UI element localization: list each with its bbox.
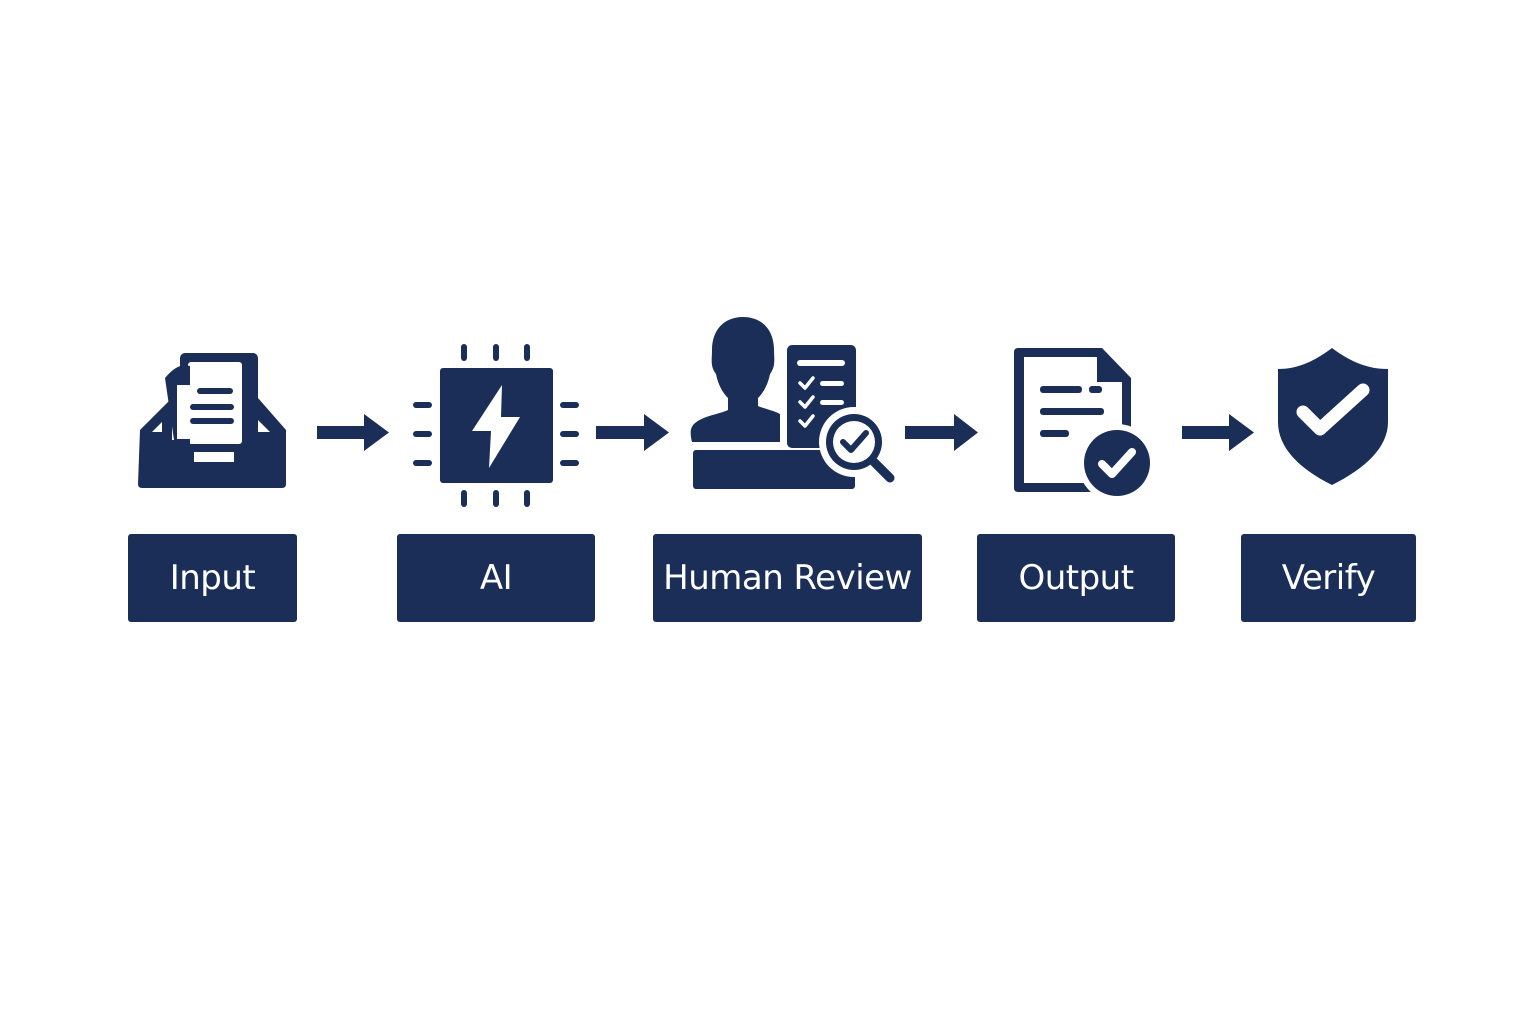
step-label-input: Input bbox=[128, 534, 297, 622]
person-checklist-magnifier-icon bbox=[690, 317, 895, 489]
step-label-output: Output bbox=[977, 534, 1175, 622]
chip-lightning-icon bbox=[413, 344, 579, 507]
shield-check-icon bbox=[1278, 348, 1388, 485]
inbox-document-icon bbox=[138, 353, 286, 488]
arrow-right-icon bbox=[1182, 414, 1254, 451]
step-label-verify: Verify bbox=[1241, 534, 1416, 622]
arrow-right-icon bbox=[905, 414, 978, 451]
arrow-right-icon bbox=[596, 414, 669, 451]
arrow-right-icon bbox=[317, 414, 389, 451]
document-check-icon bbox=[1014, 348, 1156, 502]
step-label-ai: AI bbox=[397, 534, 595, 622]
step-label-human-review: Human Review bbox=[653, 534, 922, 622]
